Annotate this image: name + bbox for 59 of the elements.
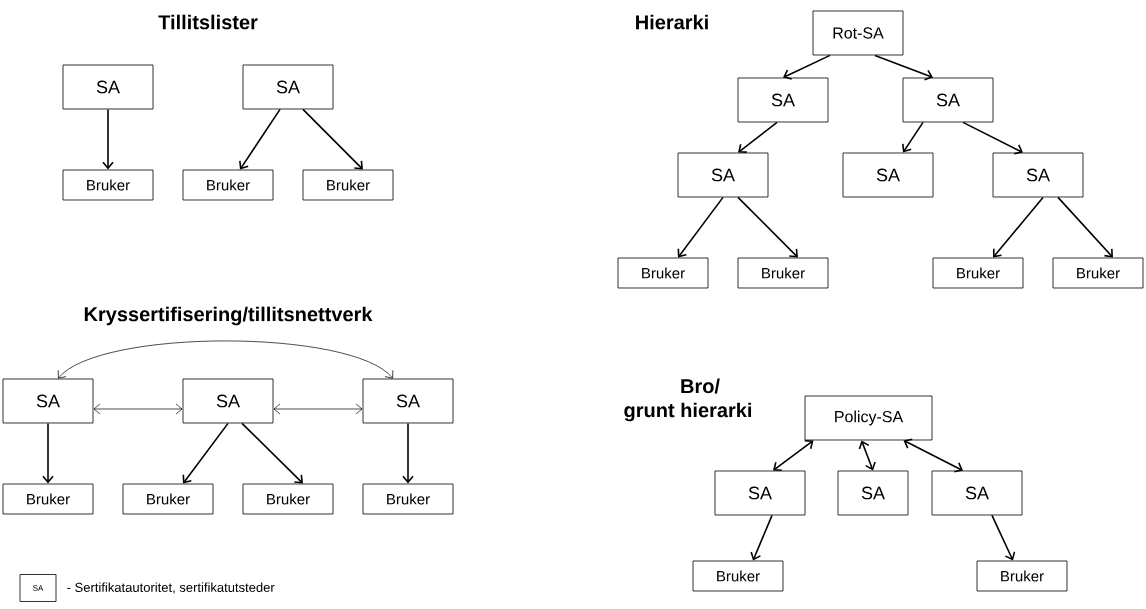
arrow <box>902 121 924 153</box>
arrow <box>273 403 363 415</box>
user-box: Bruker <box>362 483 454 515</box>
arrow <box>738 121 778 153</box>
user-box: Bruker <box>932 257 1024 289</box>
user-box: Bruker <box>182 169 274 201</box>
arrow <box>750 514 773 561</box>
authority-box: SA <box>902 77 994 123</box>
authority-box: SA <box>992 152 1084 198</box>
arrow <box>93 403 183 415</box>
heading: Tillitslister <box>158 14 258 30</box>
authority-box: SA <box>931 470 1023 516</box>
legend-text: - Sertifikatautoritet, sertifikatutsteder <box>67 582 275 594</box>
user-box: Bruker <box>62 169 154 201</box>
arrow <box>241 422 303 484</box>
authority-box: SA <box>182 378 274 424</box>
heading: Hierarki <box>636 14 708 30</box>
legend-sample: SA <box>19 574 57 602</box>
user-box: Bruker <box>617 257 709 289</box>
arrow <box>302 108 363 170</box>
arrow <box>57 340 394 379</box>
arrow <box>903 438 963 473</box>
user-box: Bruker <box>1052 257 1144 289</box>
heading: Kryssertifisering/tillitsnettverk <box>84 306 373 326</box>
authority-box: Rot-SA <box>812 10 904 56</box>
authority-box: SA <box>837 470 909 516</box>
arrow <box>182 422 229 484</box>
arrow <box>773 439 814 472</box>
authority-box: SA <box>737 77 829 123</box>
user-box: Bruker <box>302 169 394 201</box>
authority-box: SA <box>714 470 806 516</box>
heading: Bro/ <box>681 378 720 394</box>
arrow <box>993 196 1044 258</box>
user-box: Bruker <box>242 483 334 515</box>
user-box: Bruker <box>976 560 1068 592</box>
arrow <box>991 514 1016 561</box>
user-box: Bruker <box>737 257 829 289</box>
authority-box: SA <box>62 64 154 110</box>
arrow <box>874 54 933 81</box>
arrow <box>858 440 876 471</box>
authority-box: SA <box>2 378 94 424</box>
arrow <box>402 422 414 484</box>
arrow <box>962 121 1023 155</box>
user-box: Bruker <box>692 560 784 592</box>
arrow <box>737 196 798 258</box>
heading: grunt hierarki <box>624 402 752 422</box>
authority-box: SA <box>362 378 454 424</box>
arrow <box>42 422 54 484</box>
arrow <box>783 54 831 80</box>
authority-box: SA <box>677 152 769 198</box>
user-box: Bruker <box>122 483 214 515</box>
user-box: Bruker <box>2 483 94 515</box>
arrow <box>102 108 114 170</box>
arrow <box>677 196 724 258</box>
arrow <box>1057 196 1113 258</box>
authority-box: Policy-SA <box>804 395 933 441</box>
authority-box: SA <box>842 152 934 198</box>
authority-box: SA <box>242 64 334 110</box>
arrow <box>239 108 281 170</box>
